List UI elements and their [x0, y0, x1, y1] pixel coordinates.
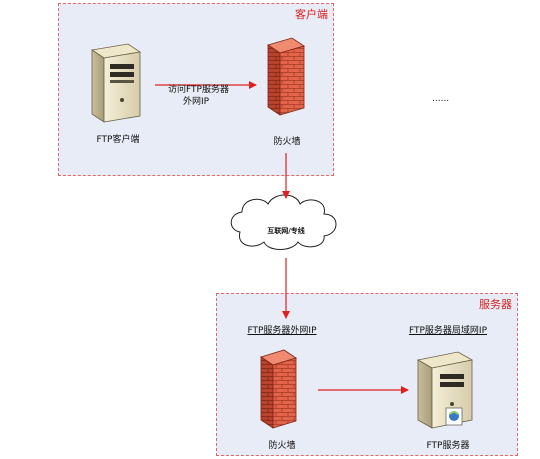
- server-firewall-icon: [260, 349, 297, 429]
- client-firewall-label: 防火墙: [273, 137, 301, 147]
- access-label-line1: 访问FTP服务器: [168, 85, 229, 95]
- ftp-client-server-icon: [90, 43, 142, 123]
- connection-arrows: [155, 81, 409, 394]
- ftp-client-label: FTP客户端: [96, 135, 140, 145]
- server-firewall-label: 防火墙: [268, 441, 296, 451]
- ftp-server-icon: [416, 351, 474, 429]
- cloud-label: 互联网/专线: [267, 227, 305, 235]
- client-zone-title: 客户端: [295, 8, 328, 21]
- access-label-line2: 外网IP: [183, 97, 210, 107]
- ftp-lan-ip-label: FTP服务器局域网IP: [408, 326, 488, 336]
- client-firewall-icon: [267, 37, 305, 116]
- server-zone-title: 服务器: [479, 298, 512, 311]
- ftp-public-ip-label: FTP服务器外网IP: [247, 326, 317, 336]
- ellipsis-label: ......: [432, 94, 450, 104]
- internet-cloud-icon: [230, 194, 337, 250]
- ftp-server-label: FTP服务器: [426, 441, 470, 451]
